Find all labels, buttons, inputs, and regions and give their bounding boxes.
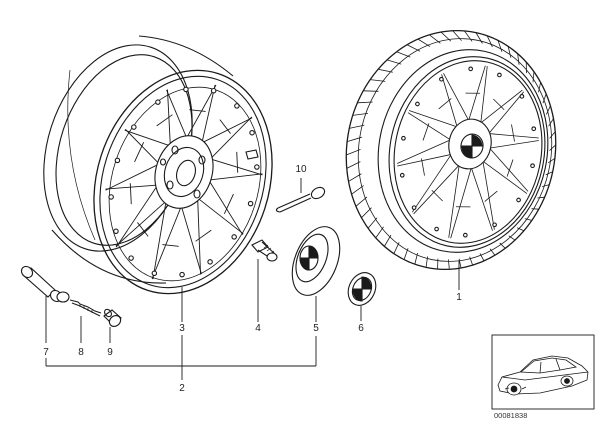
part-4-bolt xyxy=(251,239,278,262)
part-5-hub-cap xyxy=(291,226,341,296)
callout-2: 2 xyxy=(179,383,185,394)
vehicle-inset: 00081838 xyxy=(491,334,595,420)
car-icon xyxy=(497,355,589,396)
tire-wheel-drawing xyxy=(345,29,557,271)
callout-7: 7 xyxy=(43,347,49,358)
callout-5: 5 xyxy=(313,323,319,334)
part-10-clip xyxy=(275,186,326,213)
callout-1: 1 xyxy=(456,292,462,303)
callout-3: 3 xyxy=(179,323,185,334)
part-7-valve xyxy=(20,265,70,303)
rim-drawing xyxy=(43,35,273,295)
callout-labels: 1 3 4 5 6 7 8 9 10 2 xyxy=(43,164,462,394)
part-8-valve-core xyxy=(69,299,102,317)
callout-9: 9 xyxy=(107,347,113,358)
callout-8: 8 xyxy=(78,347,84,358)
inset-code: 00081838 xyxy=(494,411,527,420)
callout-10: 10 xyxy=(295,164,307,175)
part-6-emblem xyxy=(347,272,377,306)
part-9-valve-cap xyxy=(103,308,122,327)
callout-6: 6 xyxy=(358,323,364,334)
callout-4: 4 xyxy=(255,323,261,334)
leader-lines xyxy=(45,178,460,380)
inset-frame xyxy=(491,334,595,410)
